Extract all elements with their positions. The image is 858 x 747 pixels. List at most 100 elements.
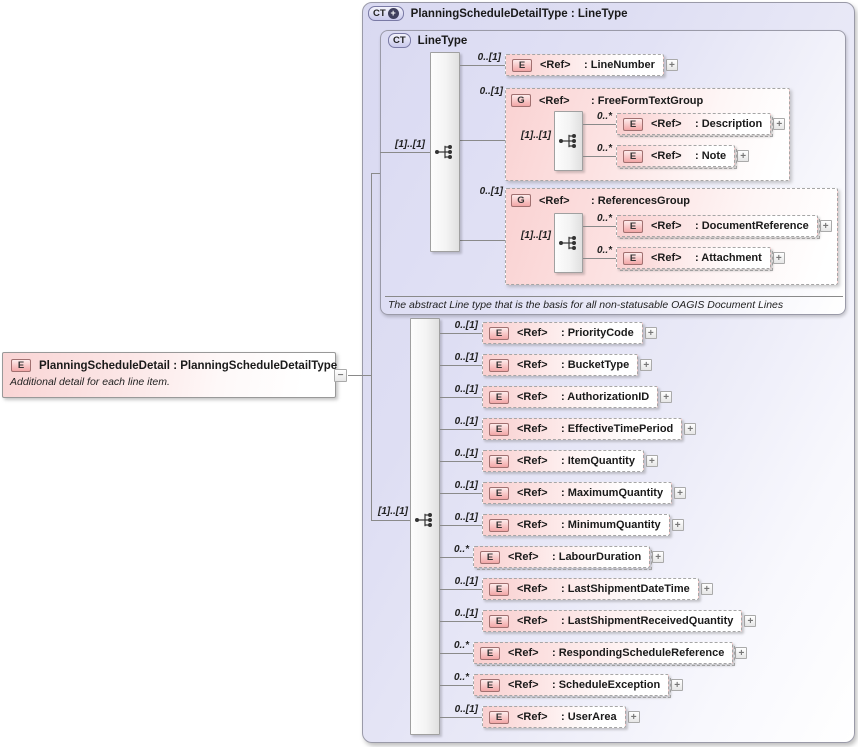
element-box: E <Ref> : BucketType <box>482 354 639 376</box>
element-row-itemquantity[interactable]: 0..[1] E <Ref> : ItemQuantity + <box>440 448 658 472</box>
linetype-header: CT LineType <box>388 33 467 48</box>
element-icon: E <box>489 454 509 468</box>
element-icon: E <box>489 326 509 340</box>
connector-line <box>348 375 371 376</box>
ref-label: <Ref> <box>651 118 682 130</box>
element-name: : Attachment <box>695 252 762 264</box>
cardinality-label: [1]..[1] <box>521 130 551 141</box>
expand-icon[interactable]: + <box>645 455 658 467</box>
connector-line <box>371 173 380 174</box>
element-name: : PriorityCode <box>561 327 634 339</box>
ref-label: <Ref> <box>517 487 548 499</box>
element-row-authorizationid[interactable]: 0..[1] E <Ref> : AuthorizationID + <box>439 384 673 408</box>
element-row-attachment[interactable]: 0..* E <Ref> : Attachment + <box>583 245 785 271</box>
connector-line <box>460 240 505 241</box>
expand-icon[interactable]: + <box>671 519 684 531</box>
element-icon: E <box>480 550 500 564</box>
expand-icon[interactable]: + <box>684 423 697 435</box>
expand-icon[interactable]: + <box>737 150 750 162</box>
element-name: : LineNumber <box>584 59 655 71</box>
expand-icon[interactable]: + <box>772 252 785 264</box>
element-row-lastshipmentreceivedquantity[interactable]: 0..[1] E <Ref> : LastShipmentReceivedQua… <box>439 608 757 632</box>
element-icon: E <box>480 678 500 692</box>
ref-label: <Ref> <box>517 359 548 371</box>
sequence-icon <box>558 132 580 150</box>
expand-icon[interactable]: + <box>819 220 832 232</box>
element-name: : UserArea <box>561 711 617 723</box>
expand-icon[interactable]: + <box>660 391 673 403</box>
expand-icon[interactable]: + <box>665 59 678 71</box>
element-row-minimumquantity[interactable]: 0..[1] E <Ref> : MinimumQuantity + <box>440 512 684 536</box>
connector-line <box>371 520 410 521</box>
element-icon: E <box>512 58 532 72</box>
expand-icon[interactable]: + <box>627 711 640 723</box>
minus-glyph: − <box>337 370 344 381</box>
ref-label: <Ref> <box>517 327 548 339</box>
element-row-lastshipmentdatetime[interactable]: 0..[1] E <Ref> : LastShipmentDateTime + <box>440 576 713 600</box>
cardinality-label: 0..[1] <box>477 52 501 63</box>
cardinality-label: 0..* <box>596 111 612 122</box>
element-row-description[interactable]: 0..* E <Ref> : Description + <box>582 111 786 137</box>
complex-type-icon: CT <box>388 33 411 48</box>
element-icon: E <box>623 117 643 131</box>
ref-label: <Ref> <box>508 679 539 691</box>
cardinality-label: 0..* <box>596 245 612 256</box>
cardinality-label: [1]..[1] <box>395 139 425 150</box>
ref-label: <Ref> <box>540 59 571 71</box>
element-box: E <Ref> : ScheduleException <box>473 674 672 698</box>
ref-label: <Ref> <box>517 455 548 467</box>
element-row-maximumquantity[interactable]: 0..[1] E <Ref> : MaximumQuantity + <box>439 480 687 504</box>
element-box: E <Ref> : LastShipmentReceivedQuantity <box>482 610 743 632</box>
expand-icon[interactable]: + <box>744 615 757 627</box>
ref-label: <Ref> <box>539 94 570 107</box>
element-row-linenumber[interactable]: 0..[1] E <Ref> : LineNumber + <box>460 52 678 76</box>
element-name: : Note <box>695 150 727 162</box>
group-name: : ReferencesGroup <box>591 194 691 207</box>
expand-icon[interactable]: + <box>644 327 657 339</box>
element-row-respondingschedulereference[interactable]: 0..* E <Ref> : RespondingScheduleReferen… <box>439 640 748 666</box>
element-box: E <Ref> : LastShipmentDateTime <box>482 578 699 600</box>
group-box-referencesgroup[interactable]: 0..[1] G <Ref> : ReferencesGroup [1]..[1… <box>480 186 838 285</box>
cardinality-label: 0..[1] <box>454 416 478 427</box>
sequence-icon <box>414 511 436 529</box>
element-name: : ScheduleException <box>552 679 661 691</box>
cardinality-label: 0..[1] <box>454 608 478 619</box>
element-row-buckettype[interactable]: 0..[1] E <Ref> : BucketType + <box>439 352 653 376</box>
root-element-title: PlanningScheduleDetail : PlanningSchedul… <box>39 359 338 372</box>
expand-icon[interactable]: + <box>773 118 786 130</box>
element-row-note[interactable]: 0..* E <Ref> : Note + <box>582 143 750 169</box>
element-box: E <Ref> : PriorityCode <box>482 322 643 344</box>
element-row-documentreference[interactable]: 0..* E <Ref> : DocumentReference + <box>583 213 832 239</box>
expand-icon[interactable]: + <box>700 583 713 595</box>
cardinality-label: 0..* <box>453 640 469 651</box>
element-box: E <Ref> : MinimumQuantity <box>482 514 670 536</box>
element-row-scheduleexception[interactable]: 0..* E <Ref> : ScheduleException + <box>439 672 684 698</box>
element-row-effectivetimeperiod[interactable]: 0..[1] E <Ref> : EffectiveTimePeriod + <box>439 416 697 440</box>
element-name: : DocumentReference <box>695 220 809 232</box>
ref-label: <Ref> <box>517 583 548 595</box>
expand-icon[interactable]: + <box>735 647 748 659</box>
expand-icon[interactable]: + <box>671 679 684 691</box>
expand-icon[interactable]: + <box>652 551 665 563</box>
cardinality-label: 0..* <box>596 213 612 224</box>
element-row-prioritycode[interactable]: 0..[1] E <Ref> : PriorityCode + <box>440 320 657 344</box>
element-icon: E <box>489 486 509 500</box>
collapse-icon[interactable]: − <box>334 369 347 382</box>
expand-icon[interactable]: + <box>640 359 653 371</box>
element-box-planningscheduledetail[interactable]: E PlanningScheduleDetail : PlanningSched… <box>2 352 338 398</box>
sequence-icon <box>558 234 580 252</box>
element-row-userarea[interactable]: 0..[1] E <Ref> : UserArea + <box>440 704 640 728</box>
element-box: E <Ref> : LineNumber <box>505 54 664 76</box>
group-box-freeformtextgroup[interactable]: 0..[1] G <Ref> : FreeFormTextGroup [1]..… <box>480 86 790 181</box>
expand-icon[interactable]: + <box>674 487 687 499</box>
element-row-labourduration[interactable]: 0..* E <Ref> : LabourDuration + <box>439 544 665 570</box>
cardinality-label: 0..[1] <box>479 186 503 197</box>
ref-label: <Ref> <box>517 423 548 435</box>
element-icon: E <box>489 390 509 404</box>
element-icon: E <box>489 358 509 372</box>
element-name: : MaximumQuantity <box>561 487 664 499</box>
element-box: E <Ref> : RespondingScheduleReference <box>473 642 736 666</box>
element-box: E <Ref> : ItemQuantity <box>482 450 644 472</box>
ref-label: <Ref> <box>517 615 548 627</box>
cardinality-label: 0..[1] <box>479 86 503 97</box>
